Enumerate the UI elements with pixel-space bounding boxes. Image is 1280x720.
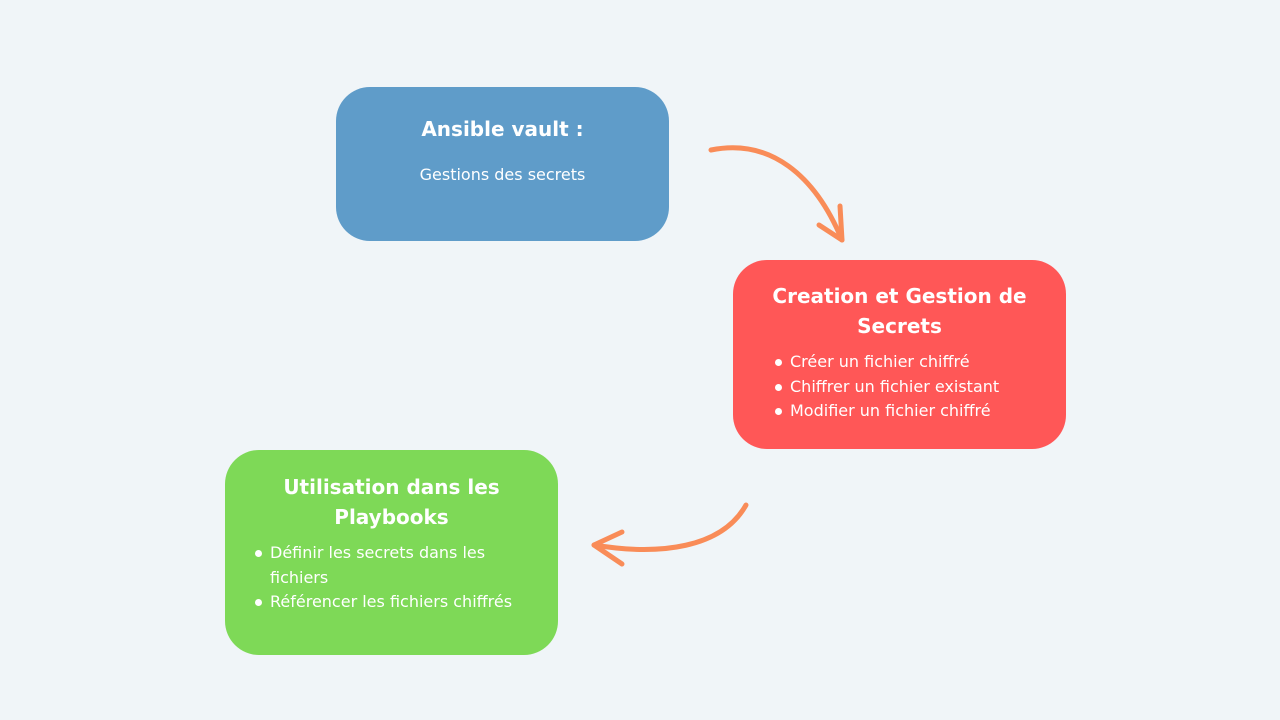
usage-card-title: Utilisation dans les Playbooks xyxy=(283,475,500,529)
bullet-dot-icon xyxy=(775,383,782,391)
creation-card-title: Creation et Gestion de Secrets xyxy=(772,284,1027,338)
bullet-item: Référencer les fichiers chiffrés xyxy=(255,590,540,615)
usage-bullet-list: Définir les secrets dans les fichiers Ré… xyxy=(255,541,558,615)
bullet-dot-icon xyxy=(255,599,262,606)
bullet-item-text: Définir les secrets dans les fichiers xyxy=(270,543,486,587)
arrow-vault-to-creation xyxy=(708,145,845,243)
bullet-dot-icon xyxy=(775,408,782,415)
creation-card: Creation et Gestion de Secrets Créer un … xyxy=(733,260,1066,449)
curved-arrow-icon xyxy=(591,502,749,567)
arrowhead-vault-to-creation xyxy=(816,203,845,243)
bullet-item: Créer un fichier chiffré xyxy=(775,350,1066,375)
vault-card-subtitle: Gestions des secrets xyxy=(419,165,586,184)
bullet-dot-icon xyxy=(255,550,262,557)
bullet-dot-icon xyxy=(775,359,782,366)
bullet-item-text: Chiffrer un fichier existant xyxy=(790,376,1000,396)
bullet-item: Chiffrer un fichier existant xyxy=(775,375,1066,400)
vault-card-title: Ansible vault : xyxy=(421,117,584,141)
arrowhead-creation-to-usage xyxy=(591,529,625,567)
creation-bullet-list: Créer un fichier chiffré Chiffrer un fic… xyxy=(775,350,1066,424)
bullet-item-text: Créer un fichier chiffré xyxy=(790,352,970,371)
bullet-item-text: Référencer les fichiers chiffrés xyxy=(270,592,513,611)
usage-card: Utilisation dans les Playbooks Définir l… xyxy=(225,450,558,655)
bullet-item: Définir les secrets dans les fichiers xyxy=(255,541,540,590)
bullet-item-text: Modifier un fichier chiffré xyxy=(790,401,991,420)
bullet-item: Modifier un fichier chiffré xyxy=(775,399,1066,424)
vault-card: Ansible vault : Gestions des secrets xyxy=(336,87,669,241)
curved-arrow-icon xyxy=(708,145,845,243)
arrow-creation-to-usage xyxy=(591,502,749,552)
